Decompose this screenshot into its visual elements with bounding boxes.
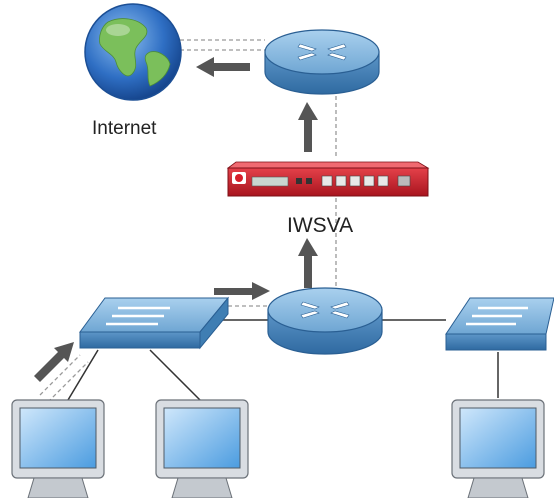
arrow-to-internet xyxy=(196,57,250,77)
dashed-client-switch-2 xyxy=(47,361,89,403)
monitor-icon xyxy=(451,399,545,498)
internet-label: Internet xyxy=(92,118,157,139)
dashed-paths xyxy=(39,39,337,403)
link-switch-left-client-1 xyxy=(67,349,99,401)
monitor-icon xyxy=(11,399,105,498)
rack-appliance-icon xyxy=(226,161,430,197)
core-router-icon xyxy=(267,287,383,355)
right-switch-icon xyxy=(445,297,554,351)
globe-icon xyxy=(84,3,182,101)
arrow-switch-to-router xyxy=(214,282,270,300)
monitor-icon xyxy=(155,399,249,498)
iwsva-label: IWSVA xyxy=(287,214,353,237)
arrow-client-to-switch xyxy=(34,342,74,382)
link-switch-left-client-2 xyxy=(149,349,201,401)
left-switch-icon xyxy=(79,296,230,350)
network-links xyxy=(67,319,499,401)
arrow-router-to-appliance xyxy=(298,238,318,288)
dashed-client-switch xyxy=(39,354,81,396)
top-router-icon xyxy=(264,29,380,95)
arrow-appliance-to-router xyxy=(298,102,318,152)
